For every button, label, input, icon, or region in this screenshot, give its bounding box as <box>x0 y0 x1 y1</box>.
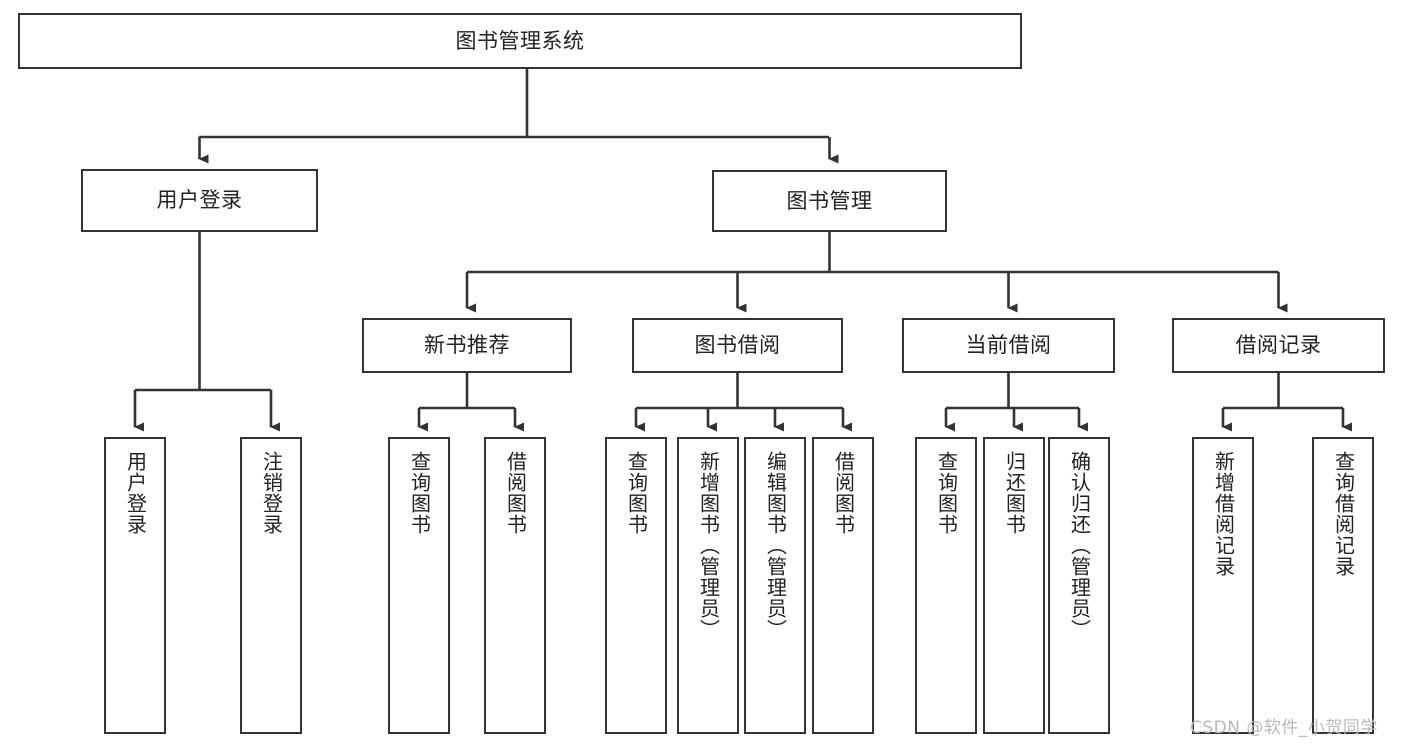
node-label: 查询图书 <box>934 451 959 535</box>
node-label: 查询图书 <box>624 451 649 535</box>
node-root-system[interactable]: 图书管理系统 <box>18 13 1022 69</box>
node-leaf-user-login[interactable]: 用户登录 <box>104 437 166 734</box>
node-label: 图书管理 <box>786 188 873 213</box>
node-leaf-borrow-book-2[interactable]: 借阅图书 <box>812 437 874 734</box>
node-book-borrow[interactable]: 图书借阅 <box>632 318 843 373</box>
node-label: 查询图书 <box>407 451 432 535</box>
node-new-book-recommend[interactable]: 新书推荐 <box>362 318 572 373</box>
node-label: 当前借阅 <box>965 333 1052 358</box>
node-current-borrow[interactable]: 当前借阅 <box>902 318 1115 373</box>
node-leaf-borrow-book-1[interactable]: 借阅图书 <box>484 437 546 734</box>
node-leaf-query-book-1[interactable]: 查询图书 <box>388 437 450 734</box>
node-leaf-query-book-2[interactable]: 查询图书 <box>605 437 667 734</box>
node-label: 新增借阅记录 <box>1211 451 1236 577</box>
node-leaf-confirm-return[interactable]: 确认归还（管理员） <box>1048 437 1110 734</box>
node-label: 用户登录 <box>123 451 148 535</box>
node-label: 新增图书（管理员） <box>696 451 721 640</box>
node-label: 归还图书 <box>1002 451 1027 535</box>
node-leaf-return-book[interactable]: 归还图书 <box>983 437 1045 734</box>
node-label: 确认归还（管理员） <box>1067 451 1092 640</box>
node-label: 编辑图书（管理员） <box>763 451 788 640</box>
node-leaf-edit-book-admin[interactable]: 编辑图书（管理员） <box>744 437 806 734</box>
node-user-login[interactable]: 用户登录 <box>81 169 318 232</box>
node-leaf-user-logout[interactable]: 注销登录 <box>240 437 302 734</box>
node-book-manage[interactable]: 图书管理 <box>712 170 947 232</box>
node-label: 图书借阅 <box>694 333 781 358</box>
node-label: 借阅图书 <box>831 451 856 535</box>
node-label: 借阅记录 <box>1235 333 1322 358</box>
node-label: 借阅图书 <box>503 451 528 535</box>
node-leaf-add-book-admin[interactable]: 新增图书（管理员） <box>677 437 739 734</box>
node-label: 图书管理系统 <box>455 28 585 53</box>
node-label: 注销登录 <box>259 451 284 535</box>
connector-layer <box>133 69 1352 432</box>
node-leaf-add-record[interactable]: 新增借阅记录 <box>1192 437 1254 734</box>
node-leaf-query-record[interactable]: 查询借阅记录 <box>1312 437 1374 734</box>
node-label: 用户登录 <box>156 188 243 213</box>
node-borrow-record[interactable]: 借阅记录 <box>1172 318 1385 373</box>
node-leaf-query-book-3[interactable]: 查询图书 <box>915 437 977 734</box>
node-label: 查询借阅记录 <box>1331 451 1356 577</box>
node-label: 新书推荐 <box>424 333 510 358</box>
